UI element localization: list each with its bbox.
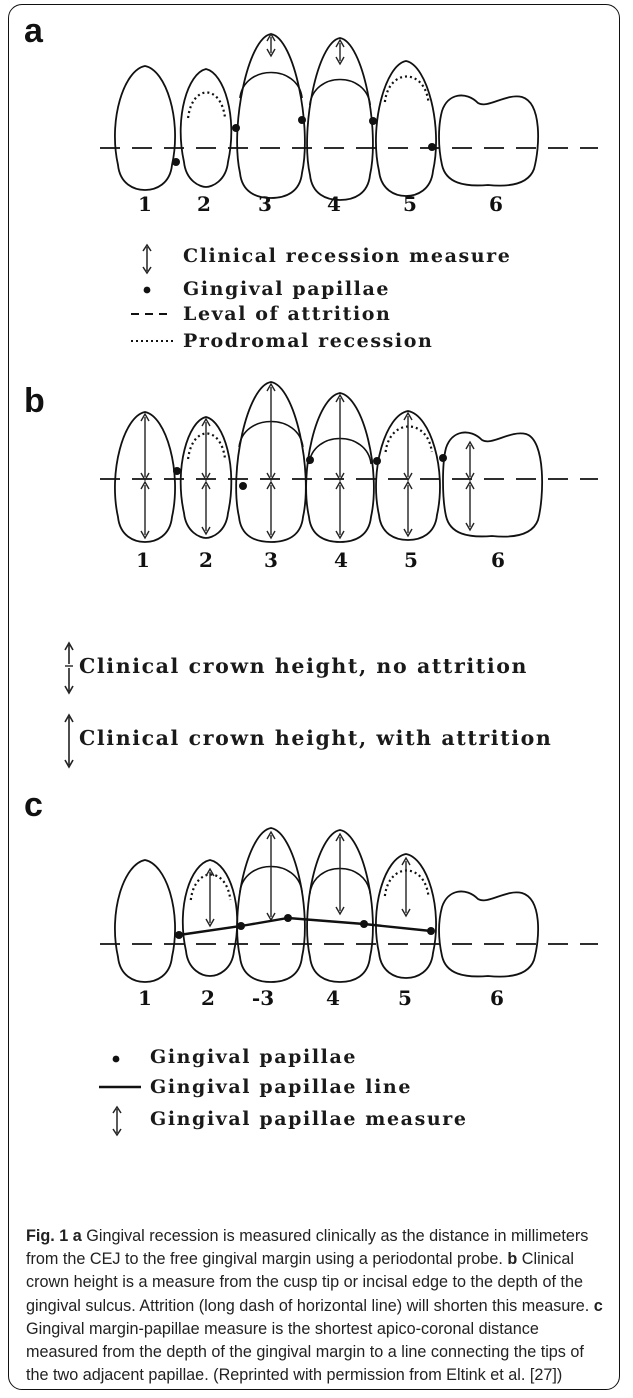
papilla-dot-2 xyxy=(237,922,245,930)
gingival-margin-4 xyxy=(310,80,370,106)
tooth-outline-1 xyxy=(115,66,175,190)
legend-prodromal-recession: Prodromal recession xyxy=(183,330,433,352)
tooth-outline-6 xyxy=(439,95,538,185)
tooth-number-5: 5 xyxy=(403,192,417,216)
legend-gingival-papillae-measure: Gingival papillae measure xyxy=(150,1108,468,1130)
legend-gingival-papillae-c: Gingival papillae xyxy=(150,1046,357,1068)
tooth-number-4: 4 xyxy=(334,548,348,572)
prodromal-recession-5 xyxy=(385,77,429,103)
measure-arrow-4-0 xyxy=(336,40,344,64)
measure-arrow-2-0 xyxy=(202,419,210,480)
measure-arrow-3-1 xyxy=(267,482,275,538)
measure-arrow-4-1 xyxy=(336,482,344,538)
dashed-line-icon xyxy=(130,311,170,317)
tooth-number-6: 6 xyxy=(489,192,503,216)
prodromal-recession-5 xyxy=(386,427,432,453)
tooth-number-2: 2 xyxy=(201,986,215,1010)
double-arrow-split-icon xyxy=(61,642,77,694)
tooth-number-6: 6 xyxy=(491,548,505,572)
tooth-number-5: 5 xyxy=(404,548,418,572)
dotted-line-icon xyxy=(130,338,174,344)
tooth-outline-6 xyxy=(439,891,538,976)
measure-arrow-1-0 xyxy=(141,414,149,480)
tooth-outline-1 xyxy=(115,860,175,982)
measure-arrow-2-0 xyxy=(206,869,214,926)
tooth-number-1: 1 xyxy=(138,986,152,1010)
measure-arrow-3-0 xyxy=(267,832,275,920)
caption-fig-label: Fig. 1 xyxy=(26,1227,68,1245)
legend-leval-of-attrition: Leval of attrition xyxy=(183,303,391,325)
measure-arrow-5-1 xyxy=(404,482,412,536)
measure-arrow-3-0 xyxy=(267,34,275,56)
tooth-outline-6 xyxy=(443,432,542,536)
papilla-dot-3 xyxy=(306,456,314,464)
tooth-number-1: 1 xyxy=(138,192,152,216)
measure-arrow-1-1 xyxy=(141,482,149,538)
tooth-number-6: 6 xyxy=(490,986,504,1010)
tooth-outline-3 xyxy=(237,34,305,198)
papilla-dot-1 xyxy=(173,467,181,475)
solid-line-icon xyxy=(98,1084,142,1090)
caption-c-text: Gingival margin-papillae measure is the … xyxy=(26,1320,584,1384)
papilla-dot-4 xyxy=(369,117,377,125)
measure-arrow-2-1 xyxy=(202,482,210,534)
caption-a-text: Gingival recession is measured clinicall… xyxy=(26,1227,588,1268)
caption-c-letter: c xyxy=(594,1297,603,1315)
figure-caption: Fig. 1 a Gingival recession is measured … xyxy=(26,1225,606,1387)
tooth-number-3: 3 xyxy=(264,548,278,572)
panel-a-diagram: 1 2 3 4 5 6 xyxy=(0,0,633,240)
double-arrow-icon xyxy=(140,244,154,274)
dot-icon xyxy=(110,1053,122,1065)
tooth-number-4: 4 xyxy=(327,192,341,216)
panel-c-diagram: 1 2 -3 4 5 6 xyxy=(0,782,633,1022)
measure-arrow-5-0 xyxy=(402,858,410,916)
papilla-dot-5 xyxy=(439,454,447,462)
tooth-number-3: -3 xyxy=(252,986,274,1010)
papilla-dot-3 xyxy=(284,914,292,922)
legend-gingival-papillae: Gingival papillae xyxy=(183,278,390,300)
measure-arrow-4-0 xyxy=(336,395,344,480)
caption-b-letter: b xyxy=(507,1250,517,1268)
panel-b-diagram: 1 2 3 4 5 6 xyxy=(0,370,633,620)
measure-arrow-6-1 xyxy=(466,482,474,530)
papilla-dot-5 xyxy=(428,143,436,151)
papilla-dot-3 xyxy=(298,116,306,124)
measure-arrow-3-0 xyxy=(267,384,275,480)
papilla-dot-5 xyxy=(427,927,435,935)
legend-clinical-recession-measure: Clinical recession measure xyxy=(183,245,511,267)
double-arrow-long-icon xyxy=(61,714,77,768)
tooth-number-2: 2 xyxy=(197,192,211,216)
tooth-number-4: 4 xyxy=(326,986,340,1010)
papilla-dot-2 xyxy=(232,124,240,132)
papilla-dot-1 xyxy=(172,158,180,166)
caption-a-letter: a xyxy=(73,1227,82,1245)
tooth-number-2: 2 xyxy=(199,548,213,572)
tooth-number-1: 1 xyxy=(136,548,150,572)
prodromal-recession-2 xyxy=(188,93,225,119)
measure-arrow-6-0 xyxy=(466,442,474,480)
tooth-number-3: 3 xyxy=(258,192,272,216)
papilla-dot-4 xyxy=(373,457,381,465)
papilla-dot-1 xyxy=(175,931,183,939)
papilla-dot-4 xyxy=(360,920,368,928)
legend-crown-height-with-attrition: Clinical crown height, with attrition xyxy=(79,726,552,750)
tooth-outline-2 xyxy=(181,69,232,187)
papilla-dot-2 xyxy=(239,482,247,490)
double-arrow-icon xyxy=(110,1106,124,1136)
measure-arrow-5-0 xyxy=(404,413,412,480)
legend-crown-height-no-attrition: Clinical crown height, no attrition xyxy=(79,654,528,678)
tooth-outline-4 xyxy=(307,38,373,200)
measure-arrow-4-0 xyxy=(336,834,344,914)
tooth-number-5: 5 xyxy=(398,986,412,1010)
gingival-margin-3 xyxy=(240,73,302,99)
legend-gingival-papillae-line: Gingival papillae line xyxy=(150,1076,412,1098)
dot-icon xyxy=(141,284,153,296)
tooth-outline-5 xyxy=(376,61,436,196)
